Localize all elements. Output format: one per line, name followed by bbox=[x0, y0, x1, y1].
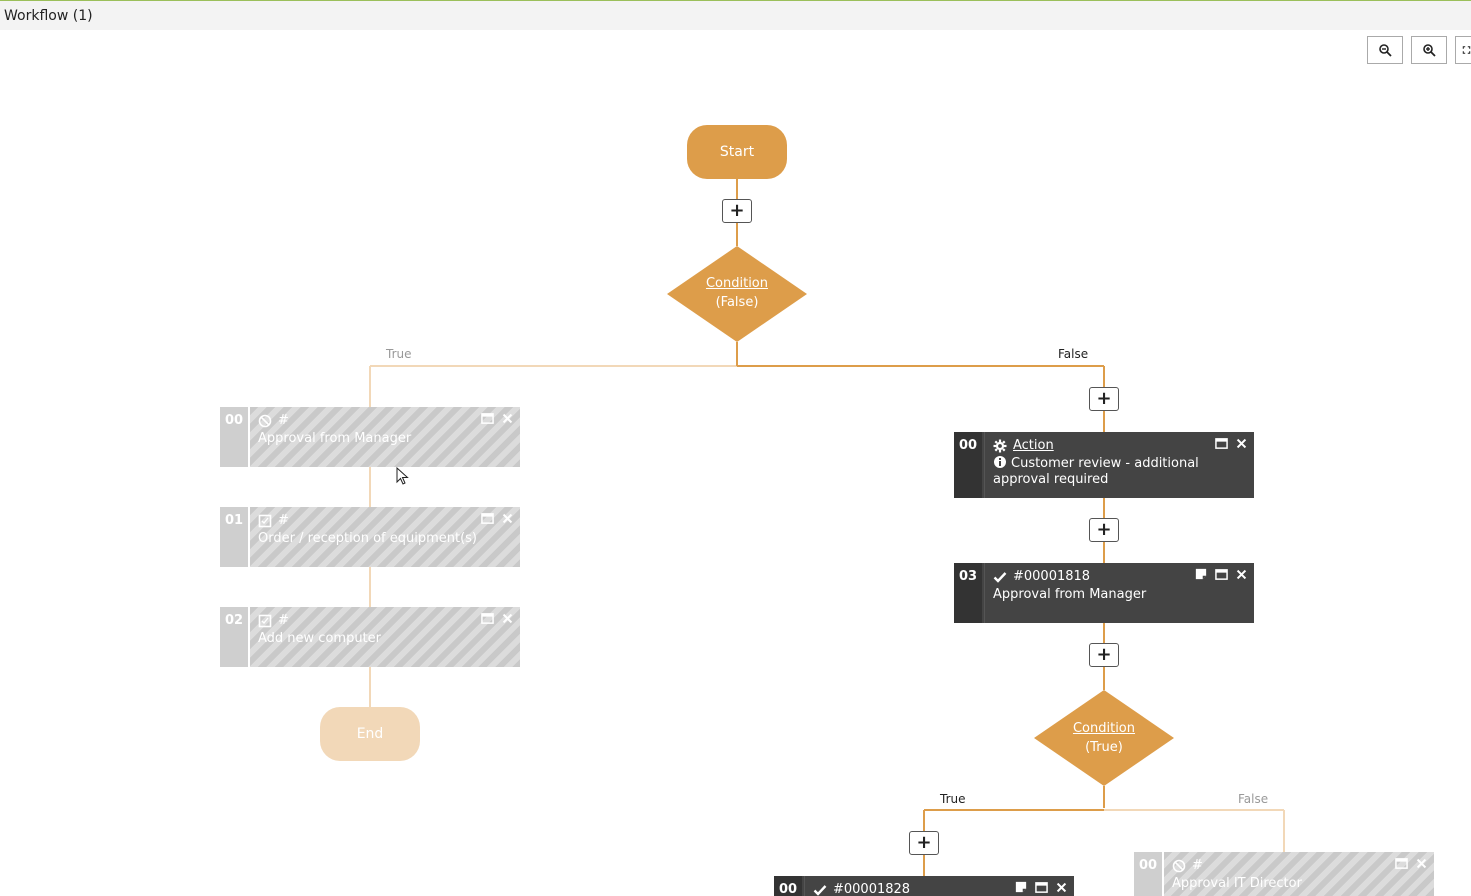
checkbox-icon bbox=[258, 514, 272, 528]
add-step-button[interactable]: + bbox=[1089, 518, 1119, 542]
task-card[interactable]: 02 # Add new computer bbox=[220, 607, 520, 667]
task-index: 02 bbox=[220, 607, 248, 667]
zoom-in-icon bbox=[1423, 44, 1436, 57]
task-title: Approval from Manager bbox=[993, 587, 1147, 602]
end-node[interactable]: End bbox=[320, 707, 420, 761]
check-icon bbox=[813, 885, 827, 896]
add-step-button[interactable]: + bbox=[909, 831, 939, 855]
condition-1-link[interactable]: Condition bbox=[705, 276, 769, 291]
condition-1-label: Condition (False) bbox=[677, 274, 797, 312]
task-index: 00 bbox=[1134, 852, 1162, 896]
window-icon[interactable] bbox=[1394, 856, 1408, 870]
task-card[interactable]: 00 # Approval from Manager bbox=[220, 407, 520, 467]
add-step-button[interactable]: + bbox=[1089, 643, 1119, 667]
condition-2-state: (True) bbox=[1085, 740, 1123, 755]
zoom-in-button[interactable] bbox=[1411, 36, 1447, 64]
info-icon bbox=[994, 456, 1006, 468]
zoom-out-icon bbox=[1379, 44, 1392, 57]
action-type-link[interactable]: Action bbox=[1013, 438, 1054, 453]
window-icon[interactable] bbox=[1034, 880, 1048, 894]
inactive-connectors bbox=[369, 365, 1285, 852]
branch-true-label-1: True bbox=[386, 347, 412, 361]
note-icon[interactable] bbox=[1014, 880, 1028, 894]
note-icon[interactable] bbox=[1194, 567, 1208, 581]
close-icon[interactable] bbox=[500, 411, 514, 425]
task-title: Order / reception of equipment(s) bbox=[258, 531, 478, 546]
window-icon[interactable] bbox=[480, 511, 494, 525]
add-step-button[interactable]: + bbox=[1089, 387, 1119, 411]
task-title: Approval IT Director bbox=[1172, 876, 1302, 891]
task-card[interactable]: 00 #00001828 bbox=[774, 876, 1074, 896]
start-label: Start bbox=[719, 144, 755, 160]
checkbox-icon bbox=[258, 614, 272, 628]
condition-diamond-1[interactable] bbox=[667, 246, 807, 342]
branch-false-label-2: False bbox=[1238, 792, 1269, 806]
task-index: 00 bbox=[220, 407, 248, 467]
task-index: 00 bbox=[954, 432, 982, 498]
condition-2-link[interactable]: Condition bbox=[1072, 721, 1136, 736]
close-icon[interactable] bbox=[1234, 567, 1248, 581]
close-icon[interactable] bbox=[1054, 880, 1068, 894]
task-title: Approval from Manager bbox=[258, 431, 412, 446]
action-description: Customer review - additional approval re… bbox=[993, 456, 1199, 487]
cancelled-icon bbox=[1172, 859, 1186, 873]
task-number: # bbox=[1192, 858, 1203, 873]
close-icon[interactable] bbox=[500, 511, 514, 525]
branch-true-label-2: True bbox=[940, 792, 966, 806]
window-icon[interactable] bbox=[480, 611, 494, 625]
task-number: #00001828 bbox=[833, 882, 911, 896]
task-card[interactable]: 01 # Order / reception of equipment(s) bbox=[220, 507, 520, 567]
condition-diamond-2[interactable] bbox=[1034, 690, 1174, 786]
workflow-header: Workflow (1) bbox=[0, 0, 1471, 30]
task-index: 03 bbox=[954, 563, 982, 623]
close-icon[interactable] bbox=[1414, 856, 1428, 870]
workflow-title: Workflow (1) bbox=[4, 8, 93, 24]
start-node[interactable]: Start bbox=[687, 125, 787, 179]
fullscreen-button[interactable] bbox=[1455, 36, 1471, 64]
task-title: Add new computer bbox=[258, 631, 381, 646]
cancelled-icon bbox=[258, 414, 272, 428]
task-number: # bbox=[278, 513, 289, 528]
end-label: End bbox=[356, 726, 384, 742]
close-icon[interactable] bbox=[1234, 436, 1248, 450]
window-icon[interactable] bbox=[1214, 436, 1228, 450]
task-number: #00001818 bbox=[1013, 569, 1091, 584]
task-card[interactable]: 00 # Approval IT Director bbox=[1134, 852, 1434, 896]
condition-2-label: Condition (True) bbox=[1044, 719, 1164, 757]
condition-1-state: (False) bbox=[715, 295, 759, 310]
zoom-out-button[interactable] bbox=[1367, 36, 1403, 64]
task-number: # bbox=[278, 413, 289, 428]
branch-false-label-1: False bbox=[1058, 347, 1089, 361]
gear-icon bbox=[993, 439, 1007, 453]
action-task-card[interactable]: 00 Action Customer review - additional a… bbox=[954, 432, 1254, 498]
task-index: 00 bbox=[774, 876, 802, 896]
close-icon[interactable] bbox=[500, 611, 514, 625]
mouse-cursor-icon bbox=[396, 467, 409, 485]
task-number: # bbox=[278, 613, 289, 628]
check-icon bbox=[993, 572, 1007, 583]
window-icon[interactable] bbox=[1214, 567, 1228, 581]
approval-task-card[interactable]: 03 #00001818 Approval from Manager bbox=[954, 563, 1254, 623]
fullscreen-icon bbox=[1462, 46, 1471, 54]
add-step-button[interactable]: + bbox=[722, 199, 752, 223]
task-index: 01 bbox=[220, 507, 248, 567]
window-icon[interactable] bbox=[480, 411, 494, 425]
